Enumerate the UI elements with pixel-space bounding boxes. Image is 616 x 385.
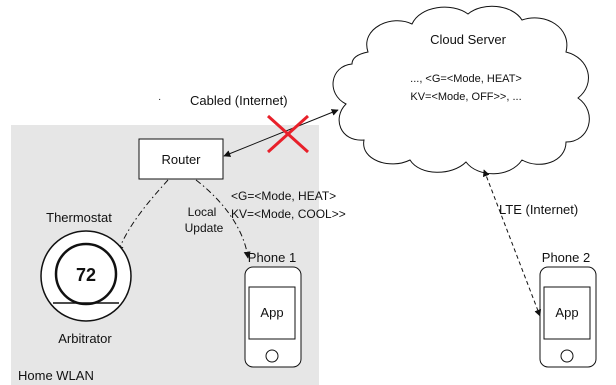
phone2-icon: [539, 266, 597, 368]
cloud-server-shape: [332, 5, 590, 175]
link-cut-mark: [266, 114, 310, 154]
phone2-app-label: App: [555, 305, 578, 320]
phone1-icon: [244, 266, 302, 368]
router-to-thermostat-link: [116, 179, 169, 253]
router-to-phone1-link: [195, 179, 251, 259]
lte-label: LTE (Internet): [499, 202, 578, 217]
arbitrator-label: Arbitrator: [58, 331, 112, 346]
phone1-state-line2: KV=<Mode, COOL>>: [231, 207, 346, 221]
lte-link: [482, 169, 542, 317]
phone1-app-label: App: [260, 305, 283, 320]
cloud-state-line1: ..., <G=<Mode, HEAT>: [410, 73, 522, 85]
router-label: Router: [161, 152, 201, 167]
cloud-server-title: Cloud Server: [430, 32, 507, 47]
local-update-line2: Update: [185, 221, 224, 235]
stray-dot: ·: [158, 94, 161, 105]
thermostat-icon: [40, 230, 132, 322]
thermostat-label: Thermostat: [46, 210, 112, 225]
phone2-label: Phone 2: [542, 250, 590, 265]
cabled-label: Cabled (Internet): [190, 93, 288, 108]
thermostat-value: 72: [76, 265, 96, 285]
phone1-state-line1: <G=<Mode, HEAT>: [231, 189, 336, 203]
cloud-state-line2: KV=<Mode, OFF>>, ...: [410, 91, 521, 103]
router-box: [138, 138, 224, 180]
phone1-label: Phone 1: [248, 250, 296, 265]
cabled-link: [223, 109, 339, 157]
local-update-line1: Local: [188, 205, 217, 219]
home-wlan-label: Home WLAN: [18, 368, 94, 383]
